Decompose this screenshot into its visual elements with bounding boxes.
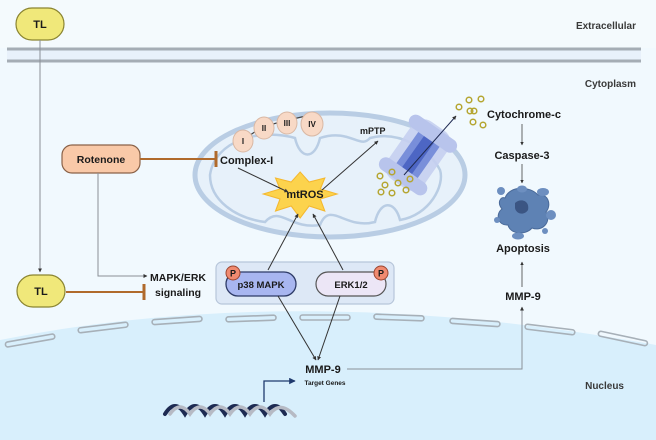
extracellular-region	[0, 0, 656, 48]
arrow-p38-to-mmp9	[277, 295, 317, 361]
svg-text:II: II	[262, 124, 266, 133]
dna-helix-icon	[163, 404, 297, 418]
label-extracellular: Extracellular	[576, 21, 636, 32]
label-cytoplasm: Cytoplasm	[585, 79, 636, 90]
complex-i-label: Complex-I	[220, 155, 273, 167]
target-genes-label: Target Genes	[304, 380, 345, 387]
caspase-3-label: Caspase-3	[494, 150, 549, 162]
svg-text:IV: IV	[308, 120, 316, 129]
arrow-cytochrome-release	[403, 115, 457, 176]
svg-text:TL: TL	[33, 19, 47, 31]
cytochrome-c-label: Cytochrome-c	[487, 109, 561, 121]
arrow-p38-to-mtros	[267, 213, 299, 271]
nucleus-region	[0, 311, 656, 440]
mtros-label: mtROS	[286, 189, 323, 201]
label-nucleus: Nucleus	[585, 381, 624, 392]
p38-mapk-node: p38 MAPK P	[225, 265, 297, 297]
rotenone-node: Rotenone	[61, 144, 141, 174]
cytochrome-c-inside	[376, 168, 414, 197]
mitochondrion	[192, 110, 468, 240]
complex-i: I	[232, 129, 254, 153]
mptp-label: mPTP	[360, 126, 386, 136]
arrow-rotenone-to-mapk	[97, 173, 148, 278]
svg-text:III: III	[284, 119, 291, 128]
arrow-mtros-to-mptp	[321, 140, 379, 191]
svg-text:ERK1/2: ERK1/2	[334, 280, 367, 291]
svg-text:TL: TL	[34, 286, 48, 298]
tl-top-node: TL	[15, 7, 65, 41]
phospho-p38: P	[230, 269, 236, 279]
arrow-complex-i-to-mtros	[237, 167, 289, 193]
svg-text:p38 MAPK: p38 MAPK	[238, 280, 285, 291]
mapk-erk-label-line2: signaling	[155, 287, 201, 299]
mapk-erk-label-line1: MAPK/ERK	[150, 272, 206, 284]
complex-iv: IV	[300, 111, 324, 137]
mapk-complex-box: p38 MAPK P ERK1/2 P	[215, 261, 395, 305]
arrow-erk-to-mtros	[312, 213, 344, 271]
nuclear-envelope-pores	[4, 313, 649, 348]
transcription-arrow	[263, 377, 296, 402]
svg-text:I: I	[242, 137, 244, 146]
complex-ii: II	[253, 116, 275, 140]
mtros-burst: mtROS	[261, 171, 339, 219]
phospho-erk: P	[378, 269, 384, 279]
electron-transport-chain: I II III IV	[232, 111, 324, 153]
mptp-channel	[378, 114, 458, 196]
mmp9-nucleus-label: MMP-9	[305, 364, 340, 376]
connectors	[38, 40, 524, 370]
mmp9-cytoplasm-label: MMP-9	[505, 291, 540, 303]
arrow-mmp9-export	[347, 306, 524, 370]
erk-node: ERK1/2 P	[315, 265, 389, 297]
cell-membrane	[7, 47, 641, 63]
complex-iii: III	[276, 111, 298, 135]
apoptotic-cell-icon	[494, 185, 556, 240]
arrow-erk-to-mmp9	[317, 295, 341, 361]
tl-bottom-node: TL	[16, 274, 66, 308]
svg-text:Rotenone: Rotenone	[77, 154, 126, 166]
apoptosis-label: Apoptosis	[496, 243, 550, 255]
cytochrome-c-released	[455, 95, 487, 129]
